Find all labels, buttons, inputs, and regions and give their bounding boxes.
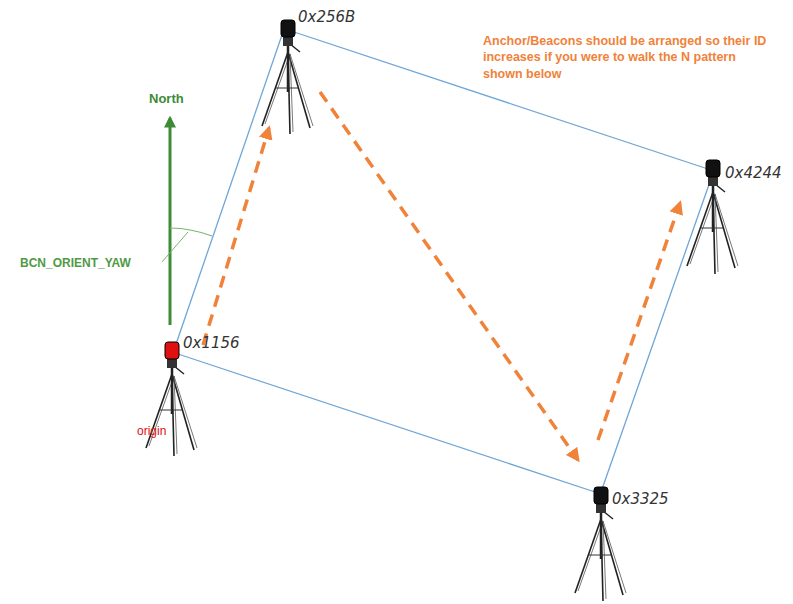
beacon-head [594, 487, 608, 504]
tripod-leg [715, 194, 738, 266]
leader-line [162, 232, 188, 262]
north-arrow [169, 118, 172, 325]
tripod-leg [690, 194, 715, 264]
tripod-leg [687, 192, 713, 266]
beacon-id: 0x4244 [725, 164, 782, 182]
beacon-head [165, 342, 179, 359]
north-label: North [149, 91, 184, 106]
tripods [146, 20, 738, 601]
beacon-id: 0x1156 [183, 334, 240, 352]
tripod-column [171, 360, 174, 414]
beacon-head [706, 160, 720, 177]
tripod-brace [160, 410, 182, 411]
tripod-column [600, 505, 603, 559]
tripod-brace [589, 555, 611, 556]
tripod-leg [262, 52, 288, 126]
origin-label: origin [137, 424, 166, 438]
tripod-leg [174, 376, 197, 448]
tripod-leg [715, 194, 718, 272]
tripod-brace [701, 228, 723, 229]
beacon-head [281, 20, 295, 37]
beacon-id: 0x3325 [612, 490, 669, 508]
tripod-leg [174, 376, 177, 454]
parameter-label: BCN_ORIENT_YAW [20, 256, 131, 270]
anchor-outline [174, 30, 712, 493]
tripod-leg [603, 521, 606, 599]
tripod-leg [603, 521, 626, 593]
tripod-leg [575, 519, 601, 593]
tripod-brace [276, 88, 298, 89]
tripod-column [712, 178, 715, 232]
tripod-leg [578, 521, 603, 591]
beacon-id: 0x256B [298, 8, 355, 26]
tripod-leg [265, 54, 290, 124]
tripod-leg [290, 54, 313, 126]
tripod-leg [290, 54, 293, 132]
tripod-column [287, 38, 290, 92]
yaw-arc [170, 228, 212, 236]
n-pattern-arrow [203, 92, 680, 460]
instruction-note: Anchor/Beacons should be arranged so the… [483, 33, 773, 82]
